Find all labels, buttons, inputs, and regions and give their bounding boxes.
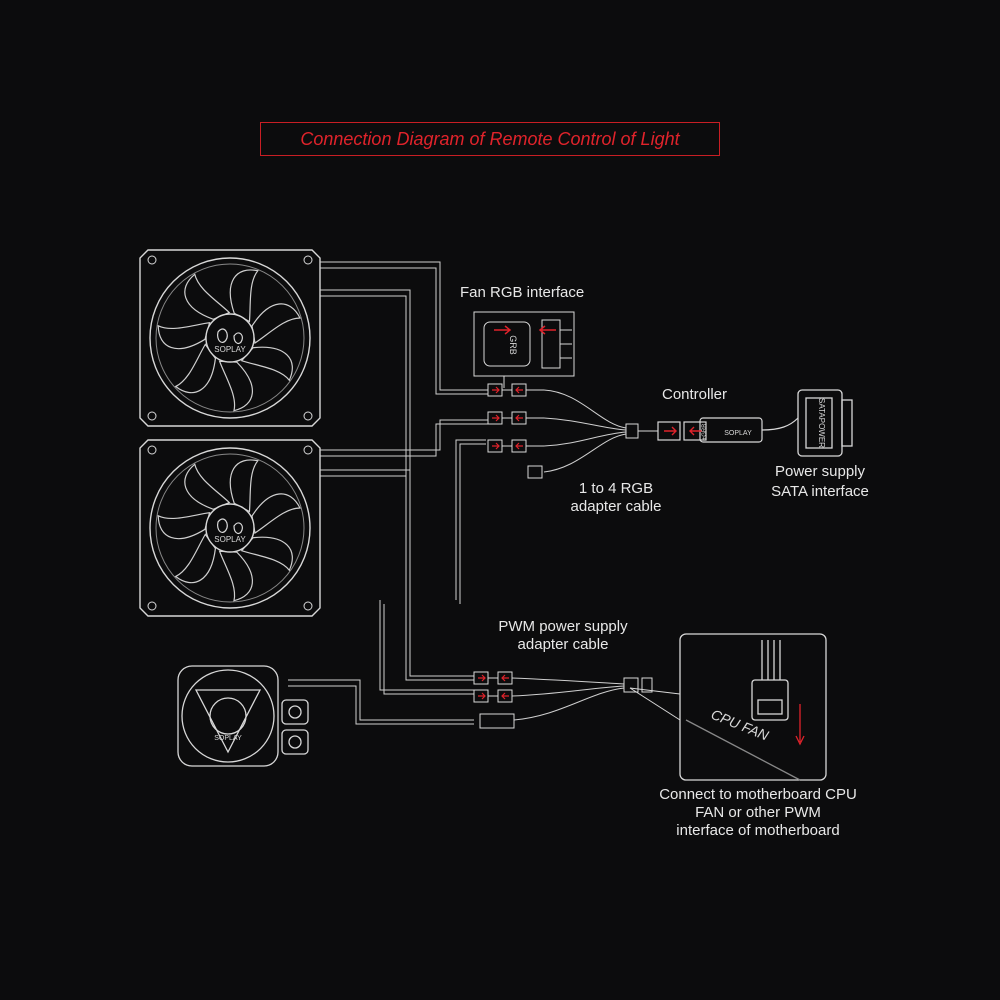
label-power-supply-line2: SATA interface [771,483,869,500]
rgb-plug-text: GRB [508,335,518,355]
rgb-hub-merge-cables [543,389,658,473]
sata-text: SATAPOWER [817,398,826,448]
label-controller: Controller [662,386,728,403]
label-rgb-adapter: 1 to 4 RGB adapter cable [556,480,676,516]
pwm-adapter-connectors [473,671,515,729]
controller-icon [657,417,799,443]
label-pwm-adapter-line1: PWM power supply [498,618,628,635]
pwm-merge-cables [511,677,681,721]
label-motherboard-line3: interface of motherboard [676,822,840,839]
label-power-supply: Power supply SATA interface [760,463,880,501]
label-pwm-adapter: PWM power supply adapter cable [488,618,638,654]
pump-icon [177,665,309,767]
fan-rgb-interface-icon [473,311,575,388]
label-pwm-adapter-line2: adapter cable [517,636,609,653]
cpu-fan-callout [679,633,827,781]
pump-logo: SOPLAY [214,735,242,742]
label-motherboard: Connect to motherboard CPU FAN or other … [636,786,880,840]
fan-top-logo: SOPLAY [214,345,246,354]
label-power-supply-line1: Power supply [774,463,866,480]
cpu-fan-text: CPU FAN [709,706,772,744]
label-fan-rgb-interface: Fan RGB interface [460,284,585,301]
controller-brand: SOPLAY [724,430,752,437]
diagram-title: Connection Diagram of Remote Control of … [260,122,720,156]
fan-top-icon [139,249,321,427]
label-motherboard-line2: FAN or other PWM [695,804,821,821]
rgb-hub-connectors [487,383,544,479]
label-rgb-adapter-line1: 1 to 4 RGB [578,480,654,497]
fan-bottom-logo: SOPLAY [214,535,246,544]
label-rgb-adapter-line2: adapter cable [570,498,662,515]
diagram-title-text: Connection Diagram of Remote Control of … [300,128,680,149]
rgb-cables [288,261,488,725]
controller-pins: +GRB [702,424,708,441]
label-motherboard-line1: Connect to motherboard CPU [659,786,857,803]
sata-connector-icon [797,389,853,457]
fan-bottom-icon [139,439,321,617]
